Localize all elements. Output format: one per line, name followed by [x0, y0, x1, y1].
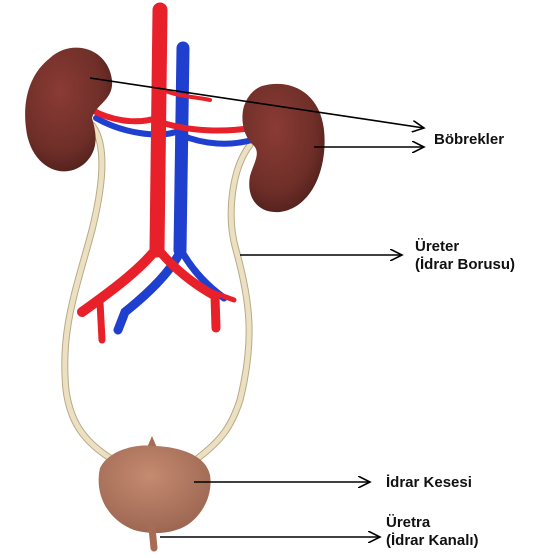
label-ureter: Üreter (İdrar Borusu) [415, 238, 515, 274]
label-urethra: Üretra (İdrar Kanalı) [386, 514, 479, 550]
urethra-tube [152, 528, 154, 548]
label-urethra-line2: (İdrar Kanalı) [386, 532, 479, 550]
label-kidneys: Böbrekler [434, 131, 504, 149]
label-bladder: İdrar Kesesi [386, 474, 472, 492]
label-ureter-line2: (İdrar Borusu) [415, 256, 515, 274]
bladder [99, 436, 211, 548]
label-ureter-line1: Üreter [415, 238, 515, 256]
aorta [82, 10, 252, 340]
label-urethra-line1: Üretra [386, 514, 479, 532]
right-ureter [198, 145, 250, 458]
